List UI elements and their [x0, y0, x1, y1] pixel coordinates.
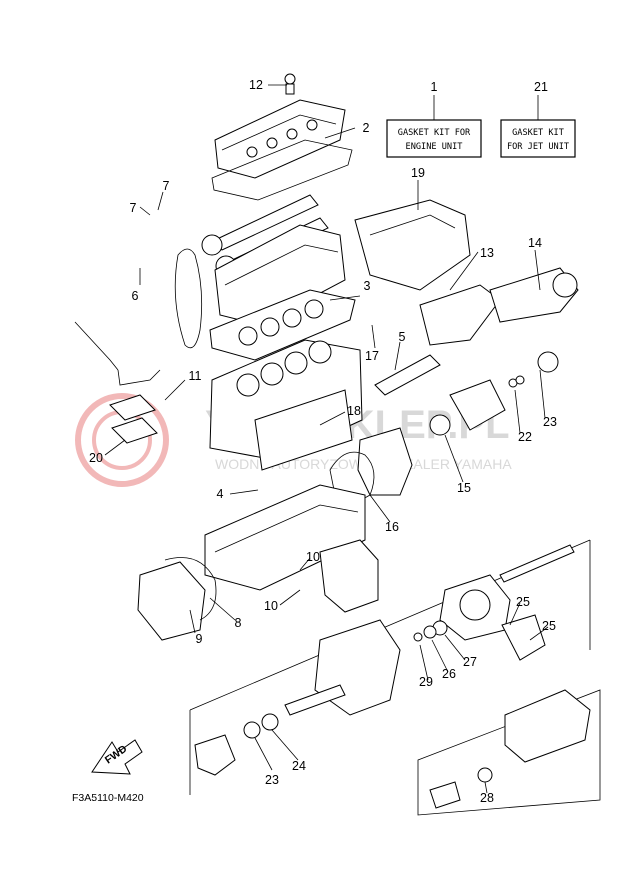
callout-15: 15: [457, 481, 471, 495]
exhaust-pipe: [419, 284, 501, 346]
timing-chain: [174, 248, 203, 349]
callout-7b: 7: [130, 201, 137, 215]
crankcase: [204, 484, 366, 591]
oil-filler-cap: [284, 73, 296, 85]
gasket-kit-jet-line2: FOR JET UNIT: [507, 142, 569, 152]
magneto-cover: [319, 539, 379, 613]
seal-24: [261, 713, 279, 731]
o-ring-28: [477, 767, 493, 783]
pump-shaft: [284, 684, 346, 716]
callout-21: 21: [534, 80, 548, 94]
callout-7a: 7: [163, 179, 170, 193]
callout-numbers: 1 21 12 2 19 7 7 6 14 13 3 5 17 11 18 23…: [89, 78, 557, 805]
gasket-18: [254, 389, 353, 471]
callout-6: 6: [132, 289, 139, 303]
callout-16: 16: [385, 520, 399, 534]
drive-shaft: [499, 544, 575, 583]
o-ring-29: [413, 632, 423, 642]
engine-parts: [74, 73, 579, 641]
gasket-kit-engine-box: GASKET KIT FOR ENGINE UNIT: [386, 95, 482, 158]
diagram-code: F3A5110-M420: [72, 792, 144, 804]
callout-2: 2: [363, 121, 370, 135]
bracket-25: [501, 614, 546, 661]
cylinder-head-cover: [214, 99, 346, 179]
callout-18: 18: [347, 404, 361, 418]
callout-23b: 23: [265, 773, 279, 787]
fwd-arrow: FWD: [91, 739, 143, 775]
callout-12: 12: [249, 78, 263, 92]
gasket-kit-jet-line1: GASKET KIT: [512, 128, 564, 138]
callout-25b: 25: [542, 619, 556, 633]
exhaust-manifold: [354, 199, 471, 291]
callout-27: 27: [463, 655, 477, 669]
callout-29: 29: [419, 675, 433, 689]
oil-seal-15: [429, 414, 451, 436]
callout-10a: 10: [306, 550, 320, 564]
leader-lines: [104, 84, 549, 794]
dipstick: [74, 321, 119, 371]
head-cover-gasket: [211, 139, 353, 201]
gasket-8: [164, 557, 217, 621]
callout-22: 22: [518, 430, 532, 444]
callout-13: 13: [480, 246, 494, 260]
callout-19: 19: [411, 166, 425, 180]
callout-9: 9: [196, 632, 203, 646]
callout-14: 14: [528, 236, 542, 250]
cylinder-head: [214, 224, 346, 326]
callout-28: 28: [480, 791, 494, 805]
oil-pump: [357, 427, 413, 496]
cap-housing: [194, 734, 236, 776]
gasket-kit-engine-line1: GASKET KIT FOR: [398, 128, 471, 138]
cover-plate-top: [109, 394, 156, 421]
bearing-26: [423, 625, 437, 639]
callout-5: 5: [399, 330, 406, 344]
watermark-logo-icon: [75, 393, 169, 487]
callout-10b: 10: [264, 599, 278, 613]
gasket-kit-jet-box: GASKET KIT FOR JET UNIT: [500, 95, 576, 158]
coupling: [449, 379, 506, 431]
callout-26: 26: [442, 667, 456, 681]
callout-25a: 25: [516, 595, 530, 609]
oil-pump-cover: [137, 561, 206, 641]
callout-11: 11: [189, 369, 202, 383]
oil-seal-23: [537, 351, 559, 373]
callout-17: 17: [365, 349, 379, 363]
jet-unit-parts: [189, 539, 601, 816]
seal-23b: [243, 721, 261, 739]
callout-8: 8: [235, 616, 242, 630]
cap-28: [429, 781, 461, 809]
callout-24: 24: [292, 759, 306, 773]
callout-23a: 23: [543, 415, 557, 429]
callout-20: 20: [89, 451, 103, 465]
callout-4: 4: [217, 487, 224, 501]
gasket-5: [374, 354, 441, 396]
callout-3: 3: [364, 279, 371, 293]
gasket-kit-engine-line2: ENGINE UNIT: [406, 142, 463, 152]
nozzle: [504, 689, 591, 763]
cover-plate-bottom: [111, 417, 158, 444]
callout-1: 1: [431, 80, 438, 94]
fwd-arrow-icon: [91, 739, 143, 775]
